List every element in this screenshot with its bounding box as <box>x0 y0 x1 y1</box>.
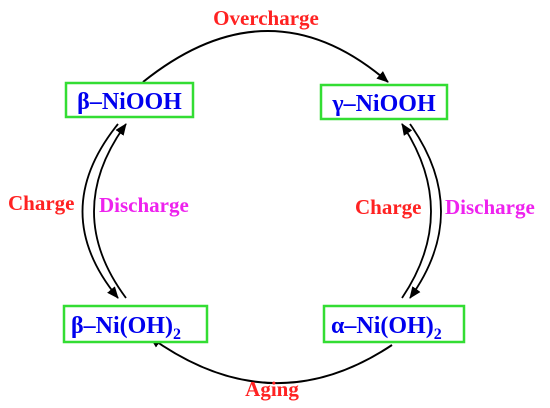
alpha-nioh2-subscript: 2 <box>434 326 442 343</box>
beta-nioh2-main: β–Ni(OH) <box>71 313 173 339</box>
beta-nioh2-box <box>62 304 209 344</box>
overcharge-label: Overcharge <box>213 6 319 30</box>
aging-label: Aging <box>245 377 299 401</box>
overcharge-arrow <box>142 30 389 83</box>
beta-niooh-label: β–NiOOH <box>77 89 182 115</box>
right-charge-arrow <box>401 123 432 299</box>
right-charge-label: Charge <box>355 195 422 219</box>
alpha-nioh2-main: α–Ni(OH) <box>331 313 434 339</box>
beta-nioh2-subscript: 2 <box>173 326 181 343</box>
gamma-niooh-label: γ–NiOOH <box>331 91 436 117</box>
aging-arrow <box>149 336 393 385</box>
right-discharge-arrow <box>409 123 442 299</box>
left-charge-label: Charge <box>8 191 75 215</box>
left-charge-arrow <box>81 123 119 299</box>
alpha-nioh2-node: α–Ni(OH)2 <box>322 304 466 344</box>
alpha-nioh2-label: α–Ni(OH)2 <box>331 313 442 343</box>
beta-niooh-box <box>64 81 195 119</box>
right-discharge-label: Discharge <box>445 195 535 219</box>
gamma-niooh-box <box>319 83 449 121</box>
beta-nioh2-label: β–Ni(OH)2 <box>71 313 181 343</box>
alpha-nioh2-box <box>322 304 466 344</box>
gamma-niooh-node: γ–NiOOH <box>319 83 449 121</box>
left-discharge-label: Discharge <box>99 193 189 217</box>
beta-nioh2-node: β–Ni(OH)2 <box>62 304 209 344</box>
beta-niooh-node: β–NiOOH <box>64 81 195 119</box>
left-discharge-arrow <box>93 123 127 299</box>
